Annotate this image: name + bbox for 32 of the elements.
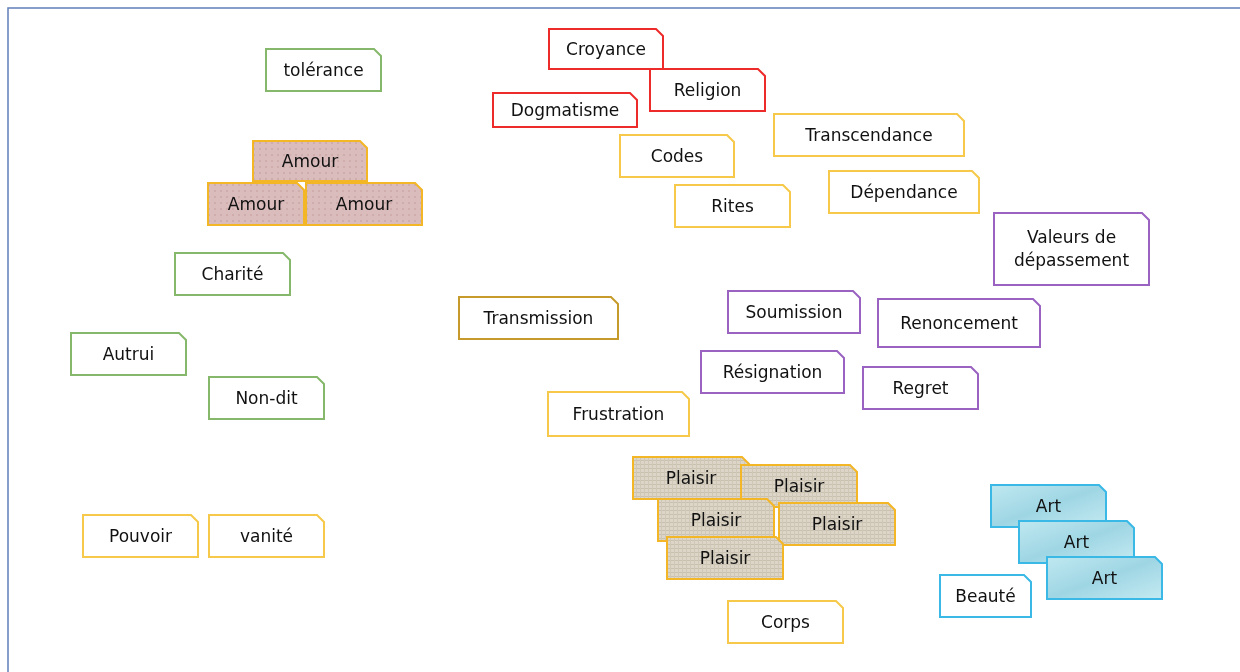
word-card: Renoncement [877,298,1041,348]
word-card: Plaisir [666,536,784,580]
word-card: Religion [649,68,766,112]
word-card: Transcendance [773,113,965,157]
word-card: Plaisir [657,498,775,542]
word-card: Résignation [700,350,845,394]
word-card: Regret [862,366,979,410]
word-card: Art [1018,520,1135,564]
word-card: Plaisir [778,502,896,546]
word-card: vanité [208,514,325,558]
word-card: Corps [727,600,844,644]
word-card: Croyance [548,28,664,70]
word-card: Frustration [547,391,690,437]
word-card: Plaisir [632,456,750,500]
word-card: Dogmatisme [492,92,638,128]
word-card: Soumission [727,290,861,334]
word-card: Non-dit [208,376,325,420]
word-card: Art [990,484,1107,528]
word-card: Rites [674,184,791,228]
word-card: Valeurs de dépassement [993,212,1150,286]
word-card: Autrui [70,332,187,376]
word-card: Art [1046,556,1163,600]
word-card: Amour [305,182,423,226]
word-card: Transmission [458,296,619,340]
word-card: Charité [174,252,291,296]
word-card: Beauté [939,574,1032,618]
word-card: Dépendance [828,170,980,214]
word-card: Codes [619,134,735,178]
word-card: Amour [252,140,368,182]
word-card: tolérance [265,48,382,92]
word-card: Amour [207,182,305,226]
word-card: Pouvoir [82,514,199,558]
